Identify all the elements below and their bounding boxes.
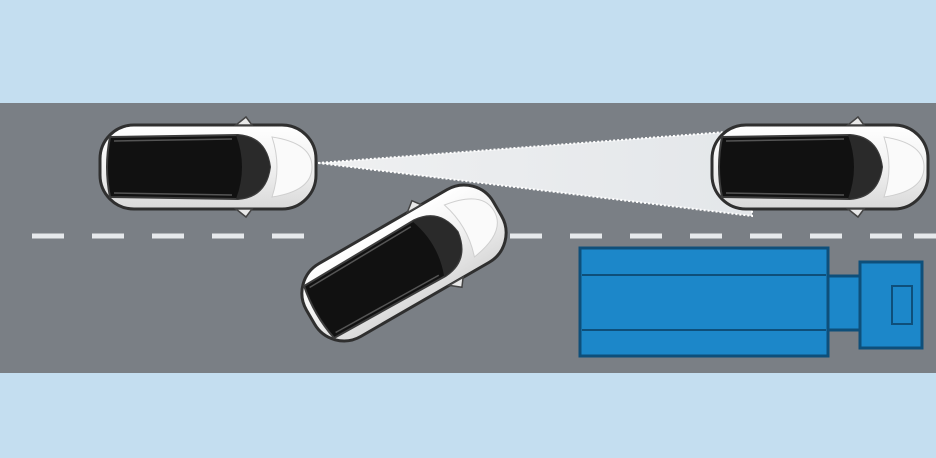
upper-shoulder [0, 0, 936, 103]
lower-shoulder [0, 373, 936, 458]
ego-car-icon [100, 117, 316, 217]
truck-icon [580, 248, 922, 356]
lead-car-icon [712, 117, 928, 217]
